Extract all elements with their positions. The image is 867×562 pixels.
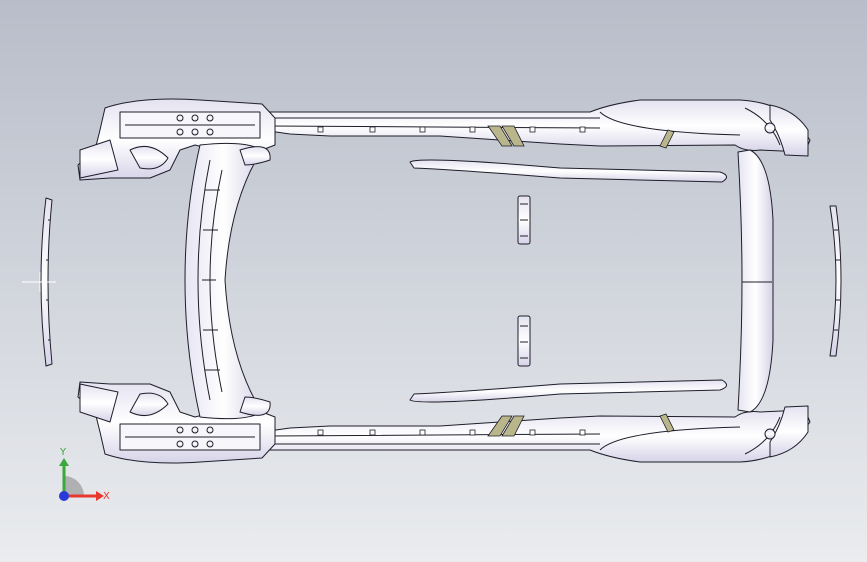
diagonal-braces bbox=[487, 125, 675, 437]
triad-z-axis bbox=[59, 491, 69, 501]
sill-fasteners bbox=[317, 126, 586, 436]
front-firewall-crossmember[interactable] bbox=[184, 142, 271, 420]
reference-triad[interactable]: X Y bbox=[59, 447, 110, 502]
inner-rail-upper[interactable] bbox=[409, 159, 727, 183]
rear-corner-bracket-left[interactable] bbox=[764, 104, 809, 157]
triad-y-label: Y bbox=[59, 447, 67, 458]
origin-crosshair bbox=[22, 272, 56, 292]
triad-xy-plane-wedge bbox=[64, 476, 84, 496]
inner-rail-lower[interactable] bbox=[409, 379, 727, 403]
front-longitudinal-left[interactable] bbox=[77, 98, 276, 181]
front-longitudinal-right[interactable] bbox=[77, 381, 276, 464]
triad-x-label: X bbox=[103, 491, 110, 502]
seat-bracket-lower[interactable] bbox=[517, 315, 531, 367]
front-corner-bracket-right[interactable] bbox=[79, 383, 119, 423]
rear-bumper-beam[interactable] bbox=[829, 205, 842, 357]
triad-y-arrowhead bbox=[59, 458, 69, 466]
rear-floor-crossmember[interactable] bbox=[737, 149, 774, 413]
seat-bracket-upper[interactable] bbox=[517, 195, 531, 245]
side-sill-right[interactable] bbox=[261, 409, 811, 463]
front-corner-bracket-left[interactable] bbox=[79, 139, 119, 179]
rear-corner-bracket-right[interactable] bbox=[764, 405, 809, 458]
triad-x-arrowhead bbox=[96, 491, 104, 501]
